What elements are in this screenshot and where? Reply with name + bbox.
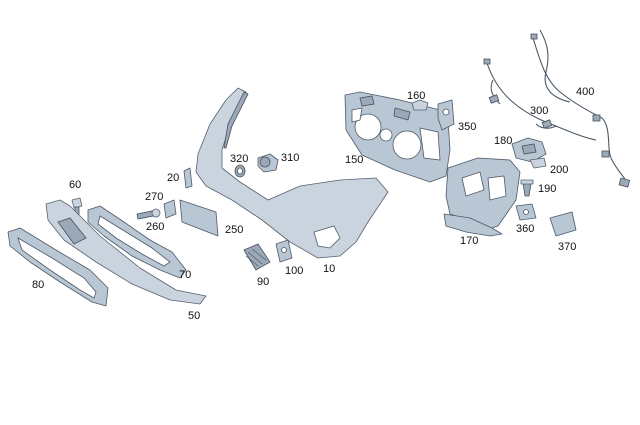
- callout-300: 300: [530, 105, 548, 117]
- callout-70: 70: [179, 269, 191, 281]
- callout-200: 200: [550, 164, 568, 176]
- wiring-harness: [483, 29, 631, 188]
- callout-250: 250: [225, 224, 243, 236]
- callout-90: 90: [257, 276, 269, 288]
- callout-80: 80: [32, 279, 44, 291]
- clip-200: [529, 157, 547, 169]
- callout-370: 370: [558, 241, 576, 253]
- lower-spoiler-50: [45, 199, 207, 305]
- bracket-20: [183, 167, 193, 189]
- callout-160: 160: [407, 90, 425, 102]
- callout-310: 310: [281, 152, 299, 164]
- callout-400: 400: [576, 86, 594, 98]
- callout-270: 270: [145, 191, 163, 203]
- clip-160: [411, 99, 429, 111]
- screw-190: [520, 179, 534, 197]
- callout-360: 360: [516, 223, 534, 235]
- lower-trim-70: [87, 205, 187, 279]
- mesh-insert-90: [243, 243, 271, 271]
- grille-support-frame: [344, 91, 451, 183]
- license-plate-bracket-250: [179, 199, 219, 237]
- bumper-cover-10: [195, 87, 389, 259]
- bracket-100: [275, 239, 293, 263]
- bracket-350: [437, 99, 455, 131]
- callout-60: 60: [69, 179, 81, 191]
- callout-350: 350: [458, 121, 476, 133]
- callout-260: 260: [146, 221, 164, 233]
- callout-50: 50: [188, 310, 200, 322]
- ring-320: [234, 164, 246, 178]
- sensor-310: [257, 153, 279, 173]
- callout-100: 100: [285, 265, 303, 277]
- fasteners-260-270: [136, 199, 177, 220]
- control-module-370: [549, 211, 577, 237]
- side-bracket-170: [443, 157, 521, 237]
- callout-10: 10: [323, 263, 335, 275]
- lower-frame-80: [7, 227, 109, 307]
- callout-170: 170: [460, 235, 478, 247]
- callout-150: 150: [345, 154, 363, 166]
- callout-190: 190: [538, 183, 556, 195]
- sensor-housing-180: [511, 137, 547, 163]
- callout-20: 20: [167, 172, 179, 184]
- callout-labels: 400 300 160 350 180 200 150 190 320 310 …: [32, 86, 594, 322]
- callout-180: 180: [494, 135, 512, 147]
- callout-320: 320: [230, 153, 248, 165]
- bracket-360: [515, 203, 537, 221]
